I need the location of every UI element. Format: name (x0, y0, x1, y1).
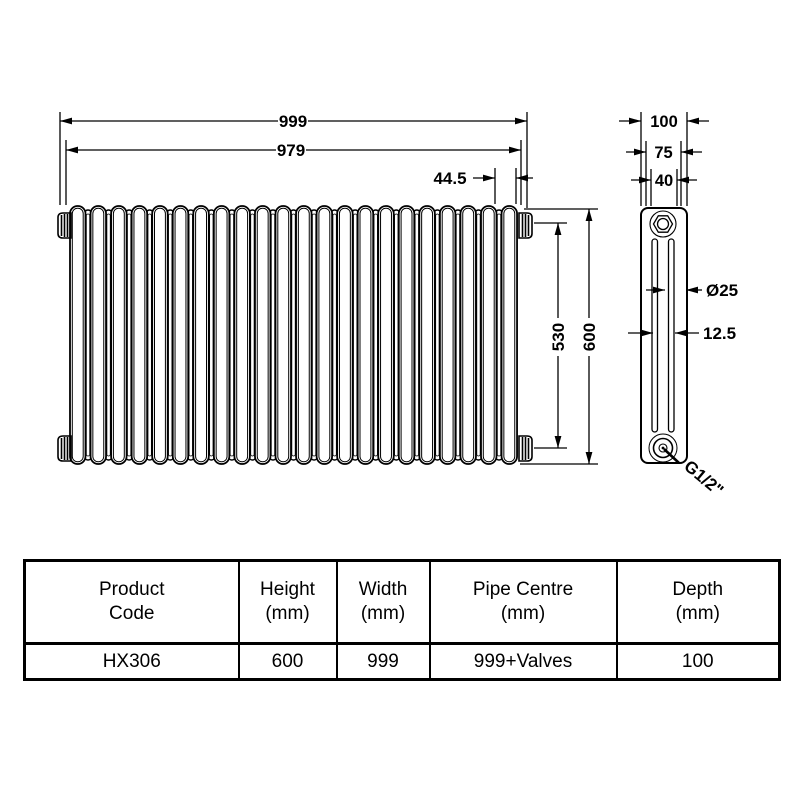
header-text: (mm) (360, 603, 406, 624)
radiator-back-column-inner (394, 213, 399, 457)
radiator-back-column-inner (311, 213, 317, 457)
radiator-columns (69, 205, 518, 465)
radiator-back-column-inner (496, 213, 502, 457)
radiator-column-inner (215, 207, 228, 463)
radiator-column-inner (462, 207, 475, 463)
radiator-column-inner (112, 207, 125, 463)
thread-leader-line (663, 448, 680, 464)
top-tapping-bushing (649, 210, 677, 238)
radiator-back-column-inner (229, 213, 234, 457)
dimension-44-5 (473, 168, 533, 204)
dimension-40 (631, 169, 697, 206)
dim-label-tapping-centres: 530 (549, 323, 568, 351)
radiator-back-column-inner (332, 213, 337, 457)
radiator-back-column-inner (250, 213, 255, 457)
dim-label-tube-spacing: 12.5 (703, 324, 736, 343)
header-text: (mm) (265, 603, 310, 624)
radiator-back-column-inner (147, 213, 152, 457)
dim-label-40: 40 (655, 172, 673, 190)
radiator-side-tappings (57, 212, 533, 462)
dim-label-tube-diameter: Ø25 (706, 281, 738, 300)
specification-table: Product Code Height (mm) Width (mm) Pipe… (23, 559, 781, 681)
radiator-back-column-inner (270, 213, 276, 457)
header-text: Pipe Centre (472, 579, 574, 600)
radiator-back-column-inner (209, 213, 214, 457)
side-view-tube-line (667, 238, 675, 433)
dim-label-height: 600 (580, 323, 599, 351)
radiator-column-inner (133, 207, 146, 463)
radiator-column-inner (400, 207, 413, 463)
radiator-column-inner (236, 207, 249, 463)
header-text: (mm) (500, 603, 546, 624)
spec-table-data-row: HX306 600 999 999+Valves 100 (23, 642, 781, 681)
spec-table-header-row: Product Code Height (mm) Width (mm) Pipe… (23, 559, 781, 645)
header-product-code: Product Code (23, 559, 240, 645)
radiator-column-inner (195, 207, 208, 463)
radiator-back-column-inner (127, 213, 132, 457)
radiator-back-column-inner (373, 213, 378, 457)
radiator-column-inner (92, 207, 105, 463)
radiator-back-column-inner (353, 213, 358, 457)
radiator-back-column-inner (106, 213, 111, 457)
radiator-back-column-inner (188, 213, 193, 457)
radiator-column-inner (503, 207, 516, 463)
dimension-100 (619, 112, 709, 206)
cell-depth: 100 (615, 642, 781, 681)
bottom-tapping-bushing (648, 433, 678, 463)
side-view: G1/2" 100 75 40 Ø25 (619, 112, 738, 500)
radiator-column-inner (441, 207, 454, 463)
dim-label-section-pitch: 44.5 (433, 169, 466, 188)
header-text: Width (358, 579, 408, 600)
dim-label-overall-width: 999 (279, 112, 307, 131)
header-depth: Depth (mm) (615, 559, 781, 645)
dimension-75 (626, 141, 702, 206)
side-view-body (640, 207, 688, 464)
dim-label-75: 75 (654, 144, 672, 162)
radiator-column-inner (380, 207, 392, 463)
header-text: Code (109, 603, 155, 624)
radiator-column-inner (338, 207, 351, 463)
header-height: Height (mm) (237, 559, 338, 645)
dimension-979 (65, 140, 522, 205)
radiator-back-column-inner (291, 213, 296, 457)
cell-height: 600 (237, 642, 338, 681)
dimension-600 (520, 208, 598, 465)
header-width: Width (mm) (335, 559, 431, 645)
header-text: Product (99, 579, 165, 600)
radiator-column-inner (421, 207, 434, 463)
radiator-column-inner (154, 207, 166, 463)
radiator-back-column-inner (414, 213, 419, 457)
radiator-technical-drawing: 999 979 44.5 600 (57, 112, 738, 500)
radiator-back-column-inner (455, 213, 461, 457)
cell-product-code: HX306 (23, 642, 240, 681)
cell-width: 999 (335, 642, 431, 681)
header-text: Height (260, 579, 315, 600)
cell-pipe-centre: 999+Valves (428, 642, 618, 681)
dimension-530 (534, 222, 567, 449)
radiator-column-inner (174, 207, 187, 463)
dim-label-inner-width: 979 (277, 141, 305, 160)
radiator-column-inner (297, 207, 310, 463)
header-pipe-centre: Pipe Centre (mm) (428, 559, 618, 645)
radiator-back-column-inner (85, 213, 91, 457)
radiator-column-inner (482, 207, 495, 463)
thread-size-label: G1/2" (680, 457, 727, 500)
header-text: (mm) (675, 603, 720, 624)
radiator-column-inner (277, 207, 290, 463)
radiator-column-inner (359, 207, 372, 463)
radiator-column-inner (71, 207, 84, 463)
dim-label-depth: 100 (650, 113, 678, 131)
radiator-back-column-inner (168, 213, 173, 457)
radiator-column-inner (256, 207, 269, 463)
radiator-back-column-inner (435, 213, 440, 457)
radiator-column-inner (318, 207, 331, 463)
front-view: 999 979 44.5 600 (57, 112, 599, 465)
dimension-999 (59, 112, 528, 208)
header-text: Depth (672, 579, 724, 600)
radiator-back-column-inner (476, 213, 481, 457)
